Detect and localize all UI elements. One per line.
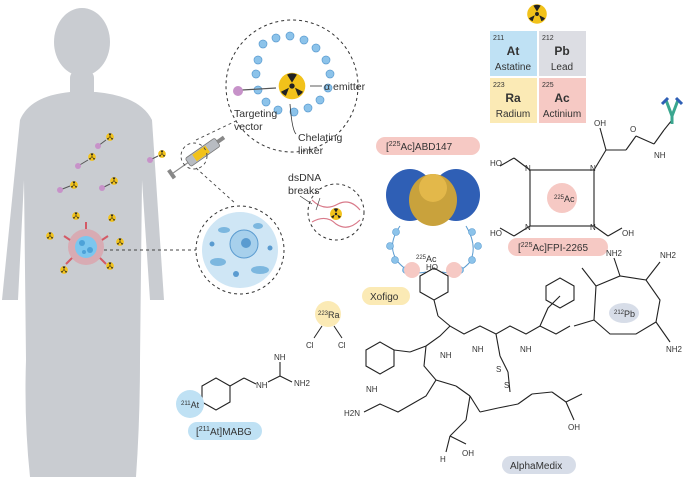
fpi-2265-structure — [499, 96, 684, 237]
mabg-nh2: NH2 — [294, 379, 311, 388]
fpi-ho-2: HO — [490, 229, 502, 238]
fpi-n-3: N — [525, 223, 531, 232]
alphamedix-oh-1: OH — [568, 423, 580, 432]
mabg-pill — [188, 422, 262, 440]
abd147-pill — [376, 137, 480, 155]
abd147-protein-illustration — [386, 169, 482, 278]
dna-break-circle — [307, 183, 365, 241]
tile-ra-symbol: Ra — [505, 91, 521, 105]
tile-pb-symbol: Pb — [554, 44, 569, 58]
xofigo-ra-label: 223Ra — [318, 310, 340, 320]
tile-ra-name: Radium — [496, 109, 530, 120]
circulating-conjugates — [46, 133, 166, 274]
alphamedix-ho: HO — [426, 263, 438, 272]
alphamedix-s-2: S — [504, 381, 509, 390]
chelating-linker-label-1: Chelating — [298, 132, 343, 144]
fpi-ac-label: 225Ac — [554, 194, 575, 204]
chelating-linker-label-2: linker — [298, 145, 324, 157]
tile-pb-name: Lead — [551, 62, 573, 73]
alphamedix-pill — [502, 456, 576, 474]
fpi-2265-pill — [508, 238, 608, 256]
mabg-label: [211At]MABG — [196, 426, 252, 438]
tile-at-symbol: At — [507, 44, 520, 58]
mabg-at-label: 211At — [181, 400, 200, 410]
fpi-n-1: N — [525, 164, 531, 173]
mabg-structure — [201, 362, 293, 411]
cell-zoom-circle — [195, 205, 285, 295]
fpi-oh-1: OH — [622, 229, 634, 238]
fpi-oh-2: OH — [594, 119, 606, 128]
alphamedix-nh2-1: NH2 — [660, 251, 677, 260]
fpi-n-2: N — [590, 164, 596, 173]
fpi-2265-label: [225Ac]FPI-2265 — [518, 242, 588, 254]
tile-ra-number: 223 — [493, 82, 505, 89]
abd147-label: [225Ac]ABD147 — [386, 141, 453, 153]
mabg-at-circle — [176, 390, 204, 418]
alphamedix-pb-label: 212Pb — [614, 309, 635, 319]
xofigo-cl-2: Cl — [338, 341, 346, 350]
alphamedix-s-1: S — [496, 365, 501, 374]
alphamedix-oh-2: OH — [462, 449, 474, 458]
abd147-ac-label: 225Ac — [416, 254, 437, 264]
tile-pb-number: 212 — [542, 35, 554, 42]
mabg-nh-2: NH — [274, 353, 286, 362]
alphamedix-label: AlphaMedix — [510, 461, 562, 472]
tumor — [63, 222, 109, 265]
xofigo-pill — [362, 287, 410, 305]
conjugate-zoom-circle — [225, 19, 359, 153]
periodic-tiles — [490, 31, 586, 123]
alpha-emitter-label: α emitter — [324, 81, 366, 93]
targeting-vector-label-2: vector — [234, 121, 263, 133]
xofigo-label: Xofigo — [370, 292, 399, 303]
tile-ac-number: 225 — [542, 82, 554, 89]
human-silhouette — [2, 8, 164, 477]
alphamedix-nh-4: NH — [366, 385, 378, 394]
dsdna-label-2: breaks — [288, 185, 320, 197]
callout-lines — [104, 119, 239, 251]
alphamedix-h2n: H2N — [344, 409, 360, 418]
fpi-o: O — [630, 125, 636, 134]
tile-at-number: 211 — [493, 35, 504, 42]
mabg-nh: NH — [256, 381, 268, 390]
xofigo-cl-1: Cl — [306, 341, 314, 350]
fpi-nh: NH — [654, 151, 666, 160]
tile-ac-symbol: Ac — [554, 91, 570, 105]
alphamedix-h: H — [440, 455, 446, 464]
alphamedix-nh-2: NH — [472, 345, 484, 354]
targeting-vector-label-1: Targeting — [234, 108, 277, 120]
tile-ac-name: Actinium — [543, 109, 581, 120]
alphamedix-nh-1: NH — [440, 351, 452, 360]
alphamedix-structure — [363, 257, 671, 453]
fpi-n-4: N — [590, 223, 596, 232]
alphamedix-nh2-3: NH2 — [606, 249, 623, 258]
dsdna-label-1: dsDNA — [288, 172, 321, 184]
syringe-icon — [167, 135, 226, 180]
radiation-icon — [527, 4, 547, 24]
alphamedix-nh-3: NH — [520, 345, 532, 354]
fpi-ho-1: HO — [490, 159, 502, 168]
xofigo-ra-circle — [315, 301, 341, 327]
tile-at-name: Astatine — [495, 62, 532, 73]
alphamedix-nh2-2: NH2 — [666, 345, 683, 354]
